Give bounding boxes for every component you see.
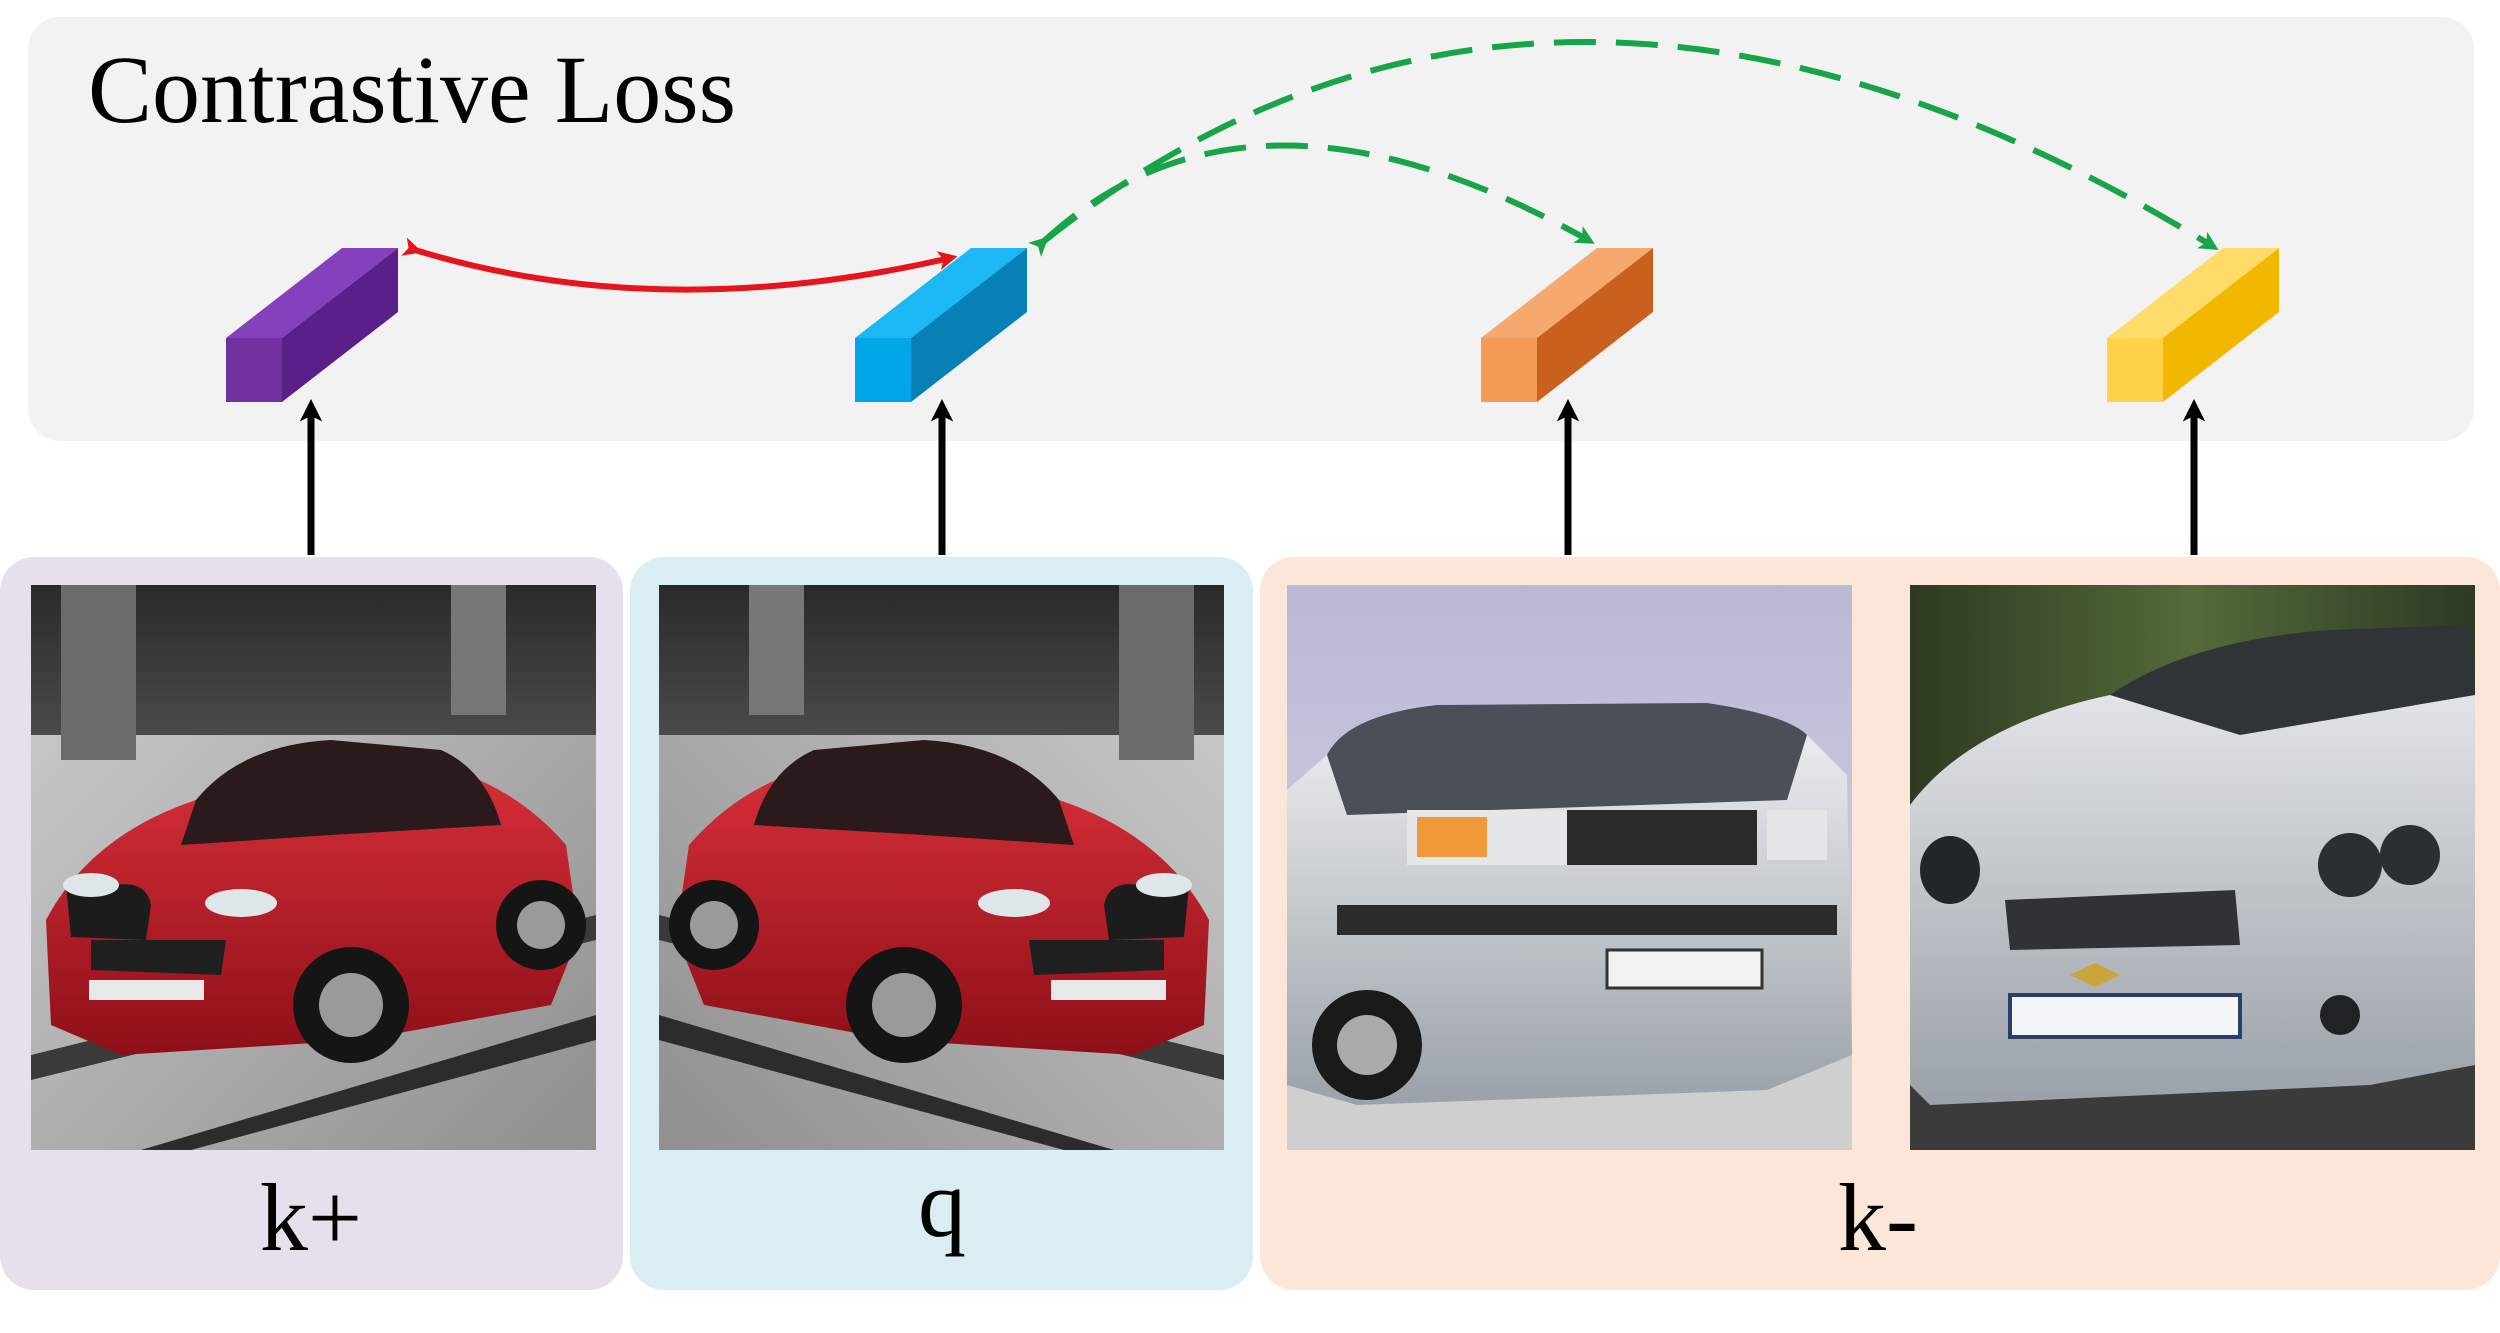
embedding-block-blue (855, 248, 1027, 402)
negative-car-image-audi (1287, 585, 1852, 1150)
query-car-image (659, 585, 1224, 1150)
loss-title: Contrastive Loss (88, 36, 736, 143)
negative-car-image-chevrolet (1910, 585, 2475, 1150)
embedding-block-purple (226, 248, 398, 402)
negative-key-label: k- (1838, 1164, 1918, 1271)
embedding-block-orange (1481, 248, 1653, 402)
positive-key-label: k+ (260, 1164, 362, 1271)
embedding-block-yellow (2107, 248, 2279, 402)
positive-car-image (31, 585, 596, 1150)
query-label: q (918, 1150, 966, 1257)
positive-pair-arrow (401, 237, 958, 293)
negative-pair-arrow-far (1041, 39, 2219, 251)
